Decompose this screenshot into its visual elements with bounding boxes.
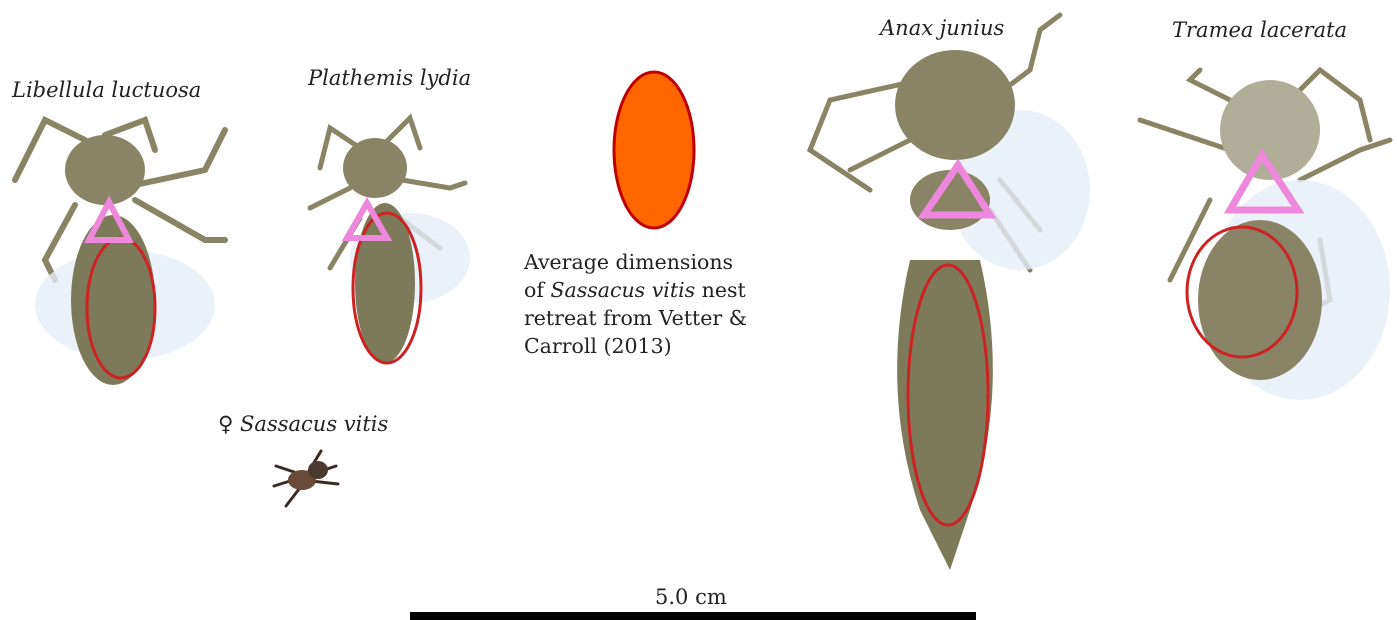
label-tramea-lacerata: Tramea lacerata <box>1172 18 1347 42</box>
plathemis-exuvia-image <box>300 108 480 388</box>
spider-name: Sassacus vitis <box>240 412 388 436</box>
caption-line-2: of Sassacus vitis nest <box>524 276 774 304</box>
nest-caption: Average dimensions of Sassacus vitis nes… <box>524 248 774 360</box>
label-sassacus-vitis: ♀ Sassacus vitis <box>218 412 388 436</box>
label-plathemis-lydia: Plathemis lydia <box>308 66 471 90</box>
caption-line-1: Average dimensions <box>524 248 774 276</box>
anax-exuvia-image <box>790 10 1090 590</box>
female-symbol: ♀ <box>218 412 233 436</box>
label-libellula-luctuosa: Libellula luctuosa <box>12 78 201 102</box>
scale-bar-label: 5.0 cm <box>655 585 727 609</box>
libellula-exuvia-image <box>5 110 245 410</box>
tramea-exuvia-image <box>1130 40 1397 420</box>
nest-retreat-ellipse <box>612 70 698 230</box>
scale-bar <box>410 612 976 620</box>
caption-line-3: retreat from Vetter & <box>524 304 774 332</box>
sassacus-vitis-spider-image <box>266 446 346 516</box>
caption-line-4: Carroll (2013) <box>524 332 774 360</box>
